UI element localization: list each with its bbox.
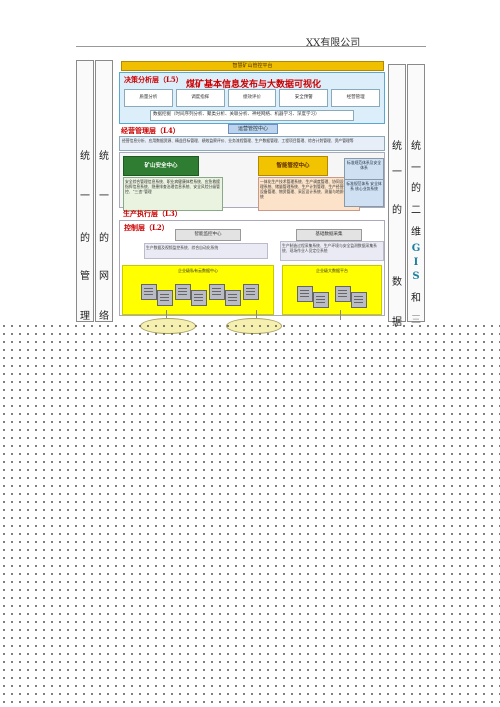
left-outer-char: 的	[80, 233, 90, 244]
decision-layer: 决策分析层（L5） 煤矿基本信息发布与大数据可视化 质量分析 调度指挥 绩效评价…	[119, 72, 385, 124]
left-inner-char: 的	[99, 233, 109, 244]
decision-tabs: 质量分析 调度指挥 绩效评价 安全预警 经营管理	[124, 89, 380, 107]
right-char: 的	[392, 205, 402, 216]
header-rule	[76, 46, 426, 47]
production-description: 一体化生产技术管理系统、生产调度管理、协同设计与管理系统、储量管理系统、生产计划…	[258, 177, 360, 211]
down-arrow-icon	[340, 310, 341, 320]
server-rack-icon	[225, 290, 241, 306]
exec-layer-label: 生产执行层（L3）	[123, 209, 182, 218]
mgmt-description: 经营信息分析、应用数据资源、精益目标管理、绩效监察评价、业务流程管理、生产数据管…	[119, 136, 385, 151]
mgmt-layer-label: 经营管理层（L4）	[121, 126, 180, 135]
decision-tab: 绩效评价	[227, 89, 277, 107]
decision-tab: 质量分析	[124, 89, 173, 107]
decision-tab: 安全预警	[279, 89, 329, 107]
production-center-box: 智能管控中心	[258, 156, 328, 176]
left-inner-char: 络	[99, 311, 109, 322]
private-cloud-caption: 企业级私有云数据中心	[178, 268, 218, 273]
right-char: 二	[411, 205, 421, 216]
operations-center-box: 运营管控中心	[228, 124, 278, 134]
left-inner-char: 网	[99, 271, 109, 282]
collection-description: 生产制造过程采集系统、生产环境与安全监测数据采集系统、现场作业人员定位系统	[280, 241, 384, 261]
right-char: 一	[411, 163, 421, 174]
left-outer-char: 统	[80, 151, 90, 162]
monitor-description: 生产数据及视频监控系统、综合自动化系统	[144, 243, 268, 259]
company-header: XX有限公司	[306, 38, 361, 49]
down-arrow-icon	[166, 310, 167, 320]
server-rack-icon	[351, 292, 367, 308]
right-char: 统	[411, 141, 421, 152]
private-cloud-zone: 企业级私有云数据中心	[122, 265, 274, 315]
data-mining-bar: 数据挖掘（时间序列分析、聚类分析、关联分析、神经网络、机器学习、深度学习）	[150, 110, 354, 121]
right-char: 和	[411, 293, 421, 304]
left-outer-char: 一	[80, 191, 90, 202]
right-gis-column: 统 一 的 数 据	[388, 64, 406, 328]
server-rack-icon	[297, 286, 313, 302]
server-rack-icon	[313, 292, 329, 308]
control-layer: 控制层（L2） 智能监控中心 基础数据采集 生产数据及视频监控系统、综合自动化系…	[119, 220, 385, 316]
monitor-center-box: 智能监控中心	[175, 229, 241, 241]
left-management-column: 统 一 的 管 理	[76, 60, 94, 322]
server-rack-icon	[141, 284, 157, 300]
left-outer-char: 理	[80, 311, 90, 322]
right-char: G	[411, 243, 421, 254]
dotted-pattern-area	[0, 322, 500, 707]
right-char: 数	[392, 277, 402, 288]
data-collection-box: 基础数据采集	[296, 229, 362, 241]
server-rack-icon	[157, 290, 173, 306]
right-char: 的	[411, 183, 421, 194]
server-rack-icon	[175, 284, 191, 300]
safety-description: 安全综合管理信息系统、职业病健康体检系统、应急救援指挥信息系统、隐患排查治理信息…	[123, 177, 223, 211]
left-outer-char: 管	[80, 271, 90, 282]
right-char: I	[413, 257, 419, 268]
platform-title-bar: 智慧矿山管控平台	[121, 61, 384, 71]
standards-box: 标准规范体系及安全体系	[344, 158, 384, 180]
control-layer-label: 控制层（L2）	[124, 223, 169, 232]
server-rack-icon	[209, 284, 225, 300]
safety-center-box: 矿山安全中心	[123, 156, 199, 176]
server-rack-icon	[335, 286, 351, 302]
right-char: 三	[411, 315, 421, 326]
down-arrow-icon	[256, 310, 257, 320]
right-char: 维	[411, 227, 421, 238]
right-char: S	[412, 271, 420, 282]
server-rack-icon	[191, 290, 207, 306]
left-inner-char: 一	[99, 191, 109, 202]
standards-box-2: 标准规范体系 安全体系 核心业务系统	[344, 179, 384, 207]
decision-tab: 经营管理	[331, 89, 380, 107]
decision-layer-label: 决策分析层（L5）	[124, 75, 183, 84]
left-network-column: 统 一 的 网 络	[95, 60, 113, 322]
big-data-caption: 企业级大数据平台	[316, 268, 348, 273]
right-char: 一	[392, 167, 402, 178]
decision-headline: 煤矿基本信息发布与大数据可视化	[186, 80, 322, 90]
decision-tab: 调度指挥	[175, 89, 225, 107]
left-inner-char: 统	[99, 151, 109, 162]
right-char: 统	[392, 141, 402, 152]
mgmt-centers: 矿山安全中心 智能管控中心 安全综合管理信息系统、职业病健康体检系统、应急救援指…	[119, 152, 385, 211]
server-rack-icon	[243, 284, 259, 300]
right-gis-column-2: 统 一 的 二 维 G I S 和 三	[407, 64, 425, 326]
big-data-zone: 企业级大数据平台	[282, 265, 382, 315]
